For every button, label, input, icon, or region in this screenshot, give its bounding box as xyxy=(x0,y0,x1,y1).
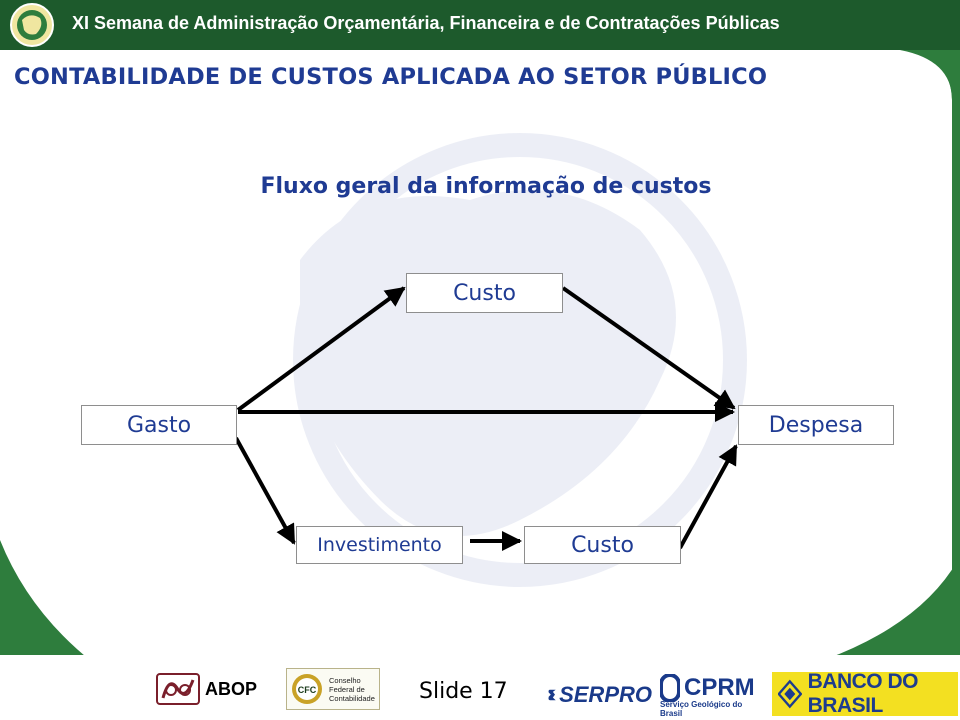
slide-title: CONTABILIDADE DE CUSTOS APLICADA AO SETO… xyxy=(14,64,768,90)
event-logo xyxy=(10,3,54,47)
cprm-mark-icon xyxy=(660,674,680,702)
event-title: XI Semana de Administração Orçamentária,… xyxy=(72,13,780,33)
slide-number: Slide 17 xyxy=(419,679,508,704)
cfc-seal-text: CFC xyxy=(298,685,317,695)
serpro-logo: SERPRO xyxy=(548,676,652,714)
cfc-text: Conselho Federal de Contabilidade xyxy=(329,675,375,703)
cprm-text: CPRM xyxy=(684,674,755,701)
node-custo-top: Custo xyxy=(406,273,563,313)
node-despesa: Despesa xyxy=(738,405,894,445)
cprm-logo: CPRM Serviço Geológico do Brasil xyxy=(660,674,764,718)
cprm-subtitle: Serviço Geológico do Brasil xyxy=(660,700,743,718)
abop-mark-icon xyxy=(156,673,200,705)
node-custo-bottom: Custo xyxy=(524,526,681,564)
node-gasto: Gasto xyxy=(81,405,237,445)
abop-logo: ABOP xyxy=(155,670,265,708)
serpro-text: SERPRO xyxy=(559,682,652,707)
node-investimento: Investimento xyxy=(296,526,463,564)
slide-subtitle-text: Fluxo geral da informação de custos xyxy=(260,174,712,199)
abop-text: ABOP xyxy=(205,678,258,699)
banco-do-brasil-logo: BANCO DO BRASIL xyxy=(772,670,958,717)
slide-subtitle: Fluxo geral da informação de custos xyxy=(0,174,960,199)
cfc-seal-icon: CFC xyxy=(292,674,322,704)
cfc-logo: CFC Conselho Federal de Contabilidade xyxy=(286,668,380,710)
bb-mark-icon xyxy=(778,679,802,709)
bb-text: BANCO DO BRASIL xyxy=(807,670,919,717)
serpro-mark-icon xyxy=(548,689,556,701)
header-bar xyxy=(0,0,960,50)
